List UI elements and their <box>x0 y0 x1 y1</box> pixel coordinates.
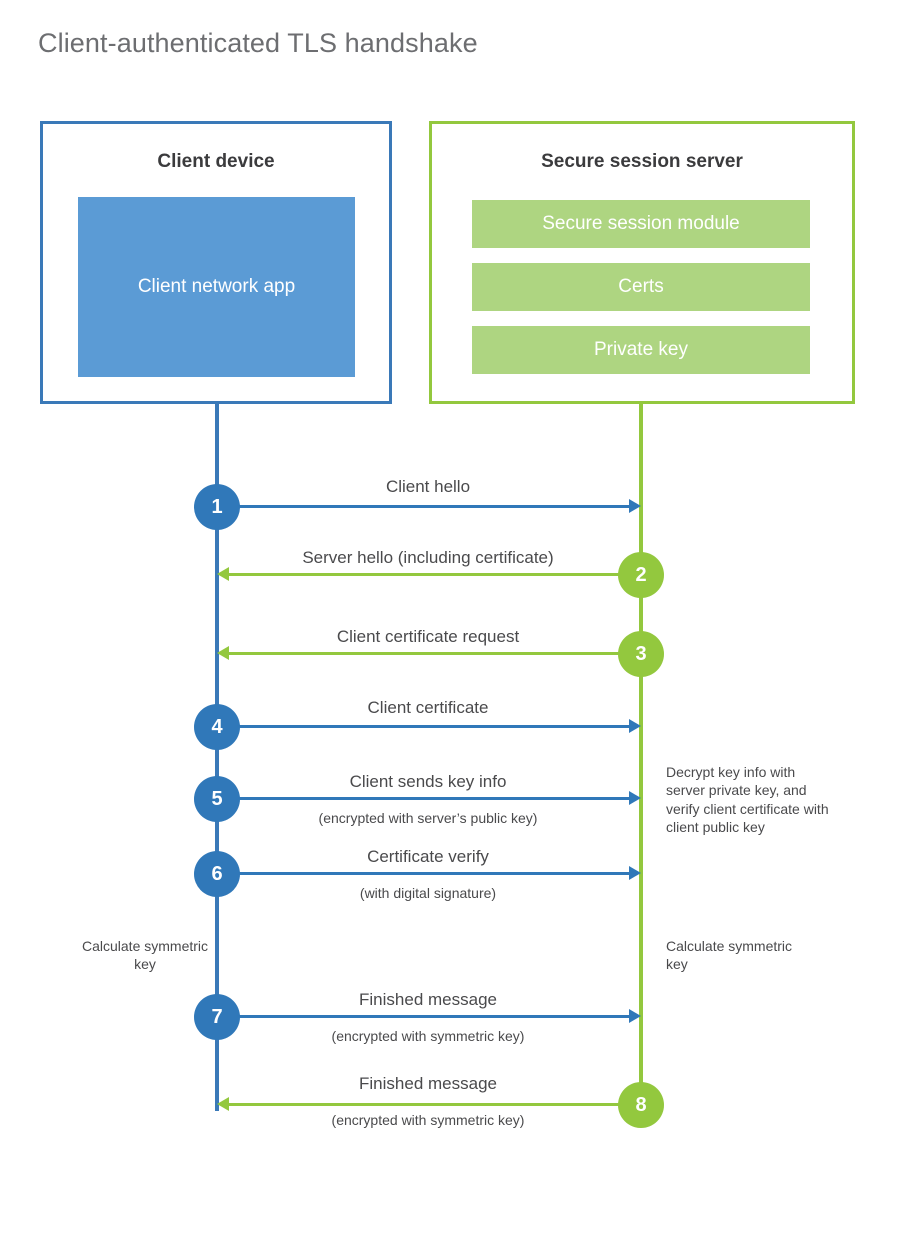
step-7-arrow-line <box>217 1015 629 1018</box>
server-lifeline <box>639 401 643 1105</box>
step-2-circle[interactable]: 2 <box>618 552 664 598</box>
step-4-arrow-line <box>217 725 629 728</box>
step-7-arrow-head <box>629 1009 641 1023</box>
step-8-label: Finished message <box>359 1074 497 1093</box>
page-title: Client-authenticated TLS handshake <box>38 28 478 58</box>
step-7-circle[interactable]: 7 <box>194 994 240 1040</box>
step-5-arrow-line <box>217 797 629 800</box>
step-8-arrow-line <box>229 1103 639 1106</box>
step-7-label: Finished message <box>359 990 497 1009</box>
step-3-arrow-head <box>217 646 229 660</box>
step-4-label: Client certificate <box>367 698 489 717</box>
step-8-sublabel: (encrypted with symmetric key) <box>331 1112 525 1128</box>
step-1-label: Client hello <box>385 477 471 496</box>
step-5-circle[interactable]: 5 <box>194 776 240 822</box>
step-2-label: Server hello (including certificate) <box>302 548 554 567</box>
step-8-circle[interactable]: 8 <box>618 1082 664 1128</box>
step-2-arrow-line <box>229 573 639 576</box>
step-5-arrow-head <box>629 791 641 805</box>
step-3-circle[interactable]: 3 <box>618 631 664 677</box>
client-network-app-block: Client network app <box>78 197 355 377</box>
secure-session-server-title: Secure session server <box>541 151 743 172</box>
step-6-arrow-line <box>217 872 629 875</box>
client-lifeline <box>215 401 219 1111</box>
step-8-arrow-head <box>217 1097 229 1111</box>
step-3-label: Client certificate request <box>336 627 520 646</box>
step-4-arrow-head <box>629 719 641 733</box>
step-5-sublabel: (encrypted with server’s public key) <box>318 810 538 826</box>
server-component-secure-session-module: Secure session module <box>472 200 810 248</box>
step-3-arrow-line <box>229 652 639 655</box>
annotation-server-decrypt: Decrypt key info with server private key… <box>666 764 829 836</box>
annotation-server-calculate-symmetric-key: Calculate symmetric key <box>666 938 793 973</box>
client-device-title: Client device <box>157 151 275 172</box>
step-6-arrow-head <box>629 866 641 880</box>
server-component-private-key: Private key <box>472 326 810 374</box>
server-component-certs: Certs <box>472 263 810 311</box>
step-2-arrow-head <box>217 567 229 581</box>
annotation-client-calculate-symmetric-key: Calculate symmetric key <box>81 938 209 973</box>
step-1-arrow-line <box>217 505 629 508</box>
client-device-box: Client device Client network app <box>40 121 392 404</box>
step-4-circle[interactable]: 4 <box>194 704 240 750</box>
secure-session-server-box: Secure session server Secure session mod… <box>429 121 855 404</box>
step-6-circle[interactable]: 6 <box>194 851 240 897</box>
step-1-arrow-head <box>629 499 641 513</box>
step-6-label: Certificate verify <box>367 847 489 866</box>
step-1-circle[interactable]: 1 <box>194 484 240 530</box>
step-7-sublabel: (encrypted with symmetric key) <box>331 1028 525 1044</box>
step-5-label: Client sends key info <box>349 772 507 791</box>
step-6-sublabel: (with digital signature) <box>359 885 497 901</box>
